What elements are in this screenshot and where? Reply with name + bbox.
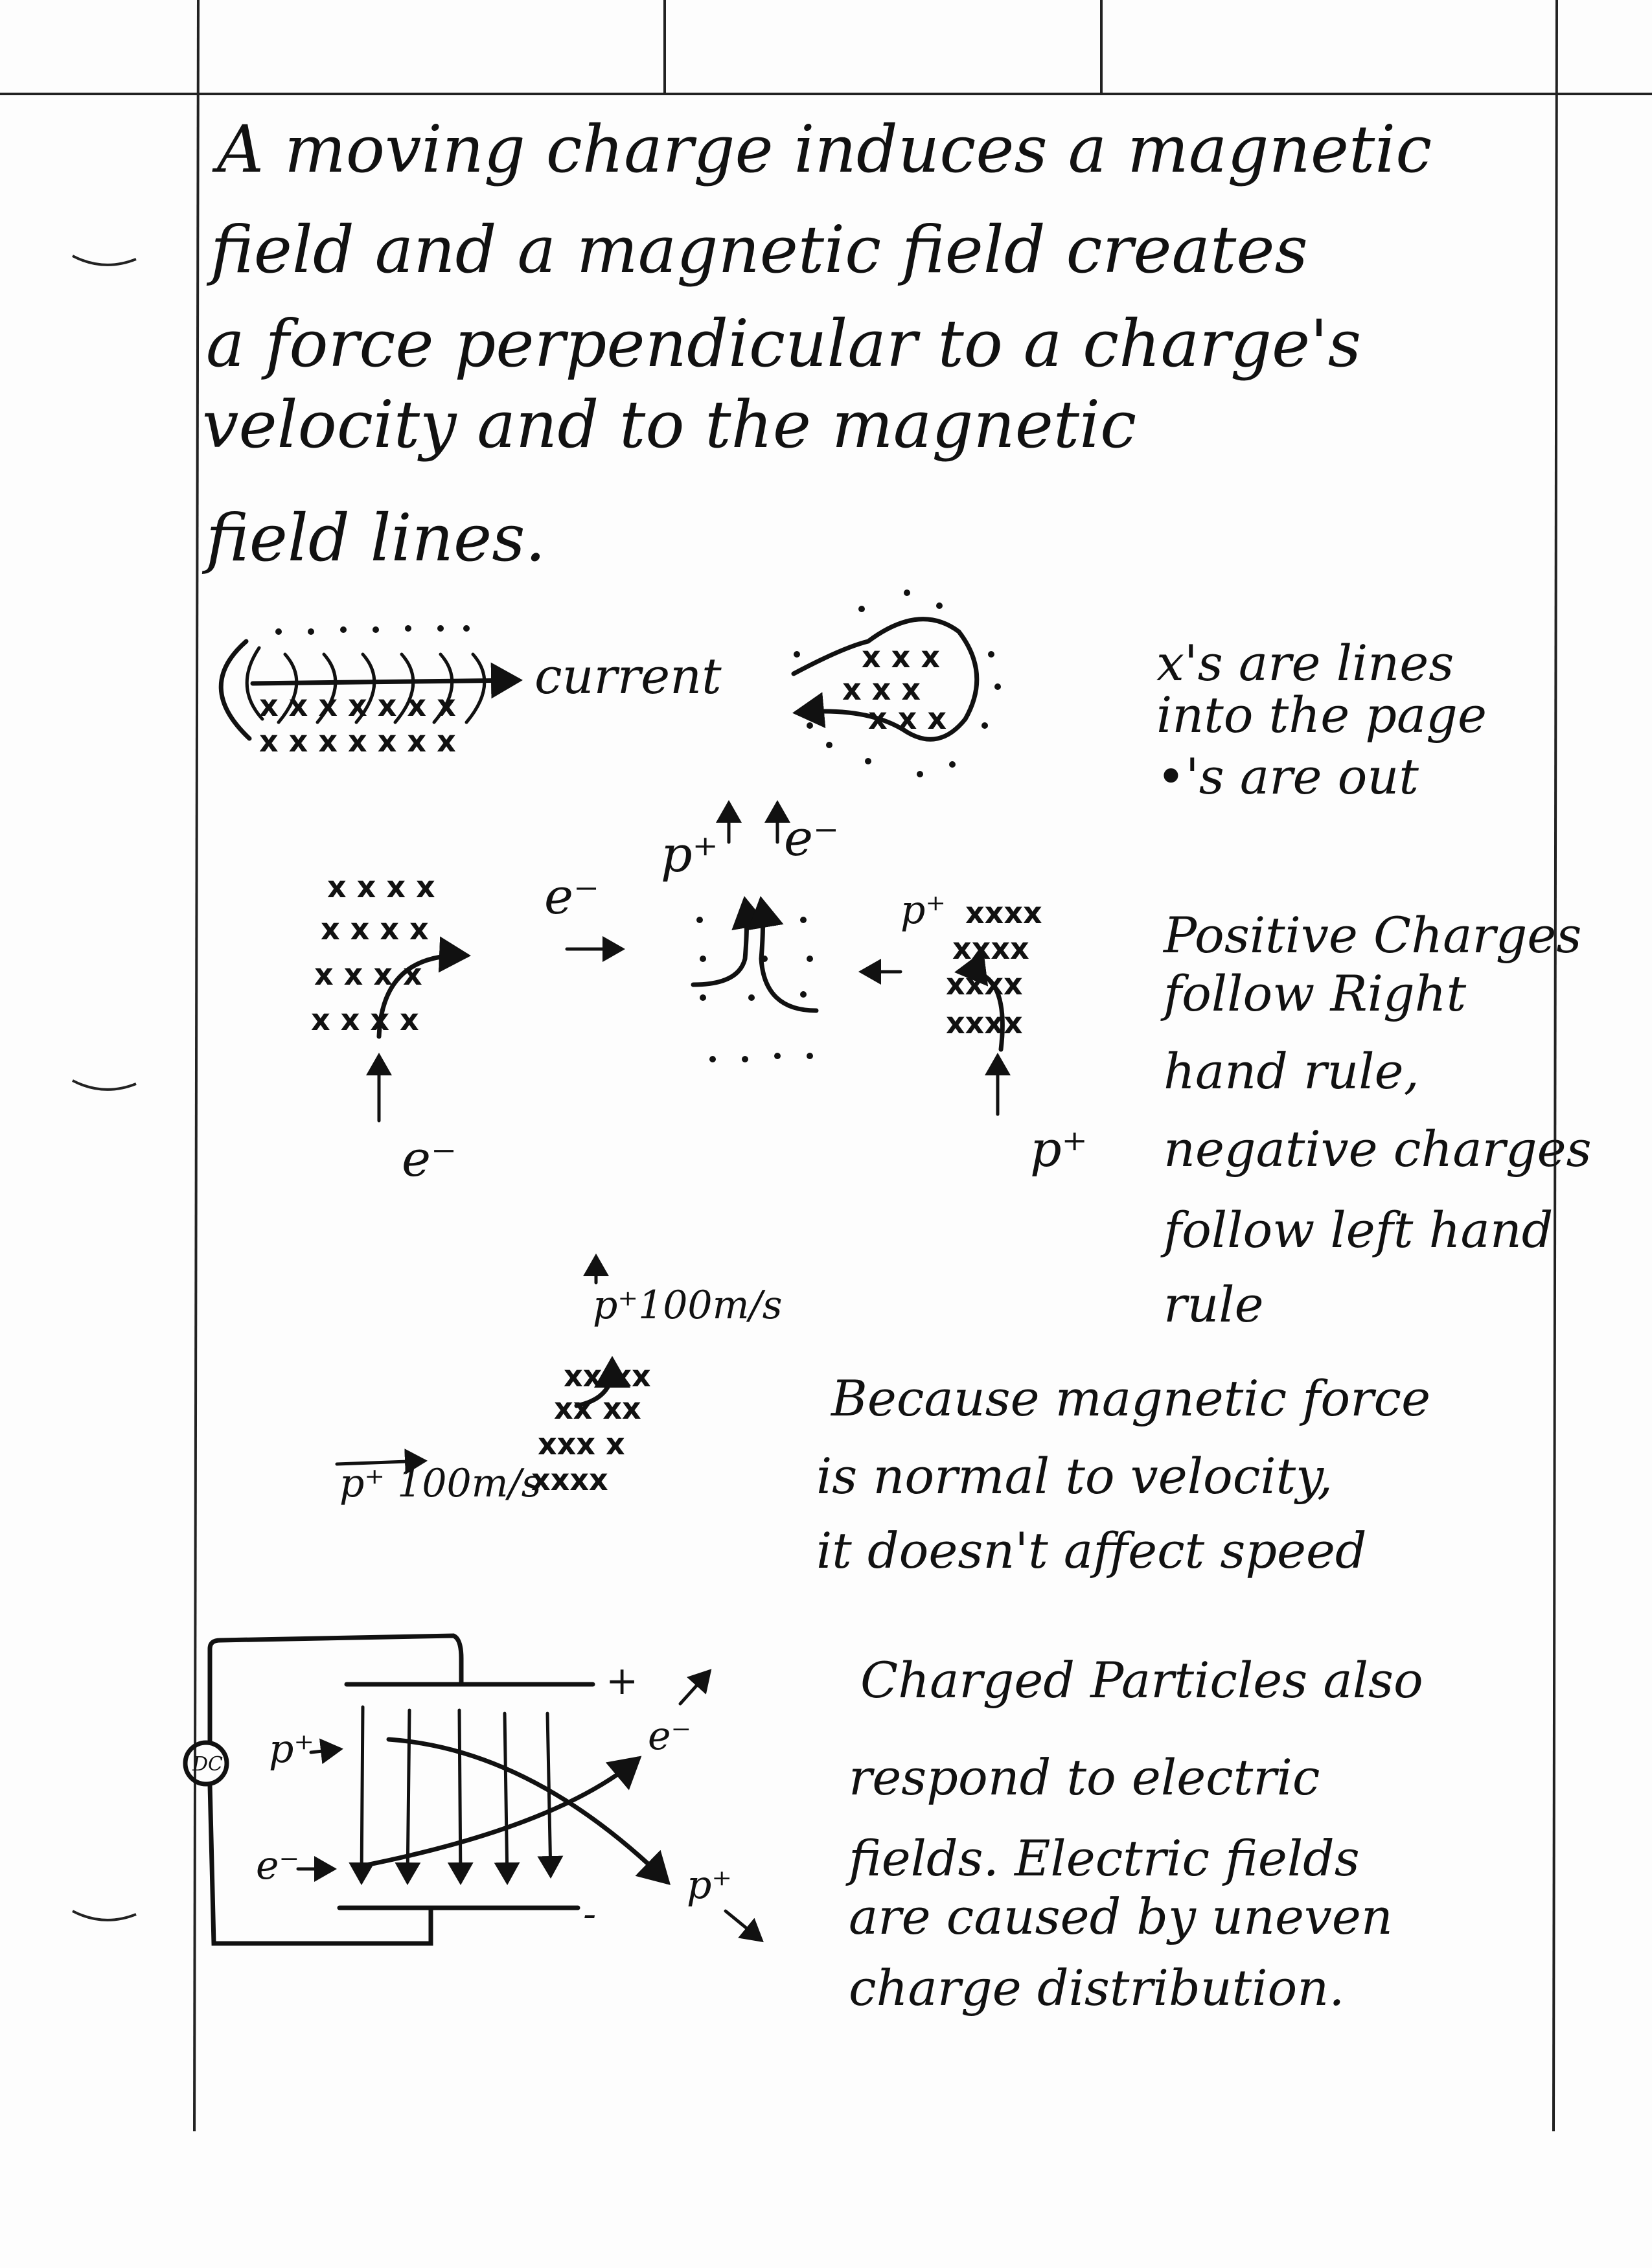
svg-text:x x x: x x x [868,701,946,736]
svg-text:x x x x: x x x x [311,1002,419,1037]
speed-note: Because magnetic force is normal to velo… [816,1369,1430,1579]
svg-text:xxxx: xxxx [531,1462,608,1497]
text-line: follow left hand [1160,1201,1553,1259]
text-line: Because magnetic force [830,1369,1430,1427]
svg-text:x x x x: x x x x [321,911,429,946]
proton-label: p⁺ [901,888,946,933]
text-line: velocity and to the magnetic [202,387,1136,463]
text-line: A moving charge induces a magnetic [212,111,1432,187]
constant-speed-diagram: p⁺100m/s xx xx xx xx xxx x xxxx p⁺ 100m/… [335,1254,783,1506]
svg-text:xxxx: xxxx [965,895,1042,930]
text-line: rule [1164,1276,1264,1333]
text-line: into the page [1156,686,1487,744]
punch-hole-mark [72,1079,137,1091]
page-rules [0,0,1652,2132]
text-line: hand rule, [1164,1042,1419,1100]
svg-text:x x x x x x x: x x x x x x x [259,688,456,723]
electric-field-note: Charged Particles also respond to electr… [845,1651,1423,2017]
proton-velocity-label: p⁺100m/s [593,1283,783,1328]
text-line: field and a magnetic field creates [206,212,1308,288]
text-line: fields. Electric fields [845,1829,1360,1887]
text-line: field lines. [201,500,545,576]
text-line: charge distribution. [849,1959,1344,2017]
text-line: respond to electric [849,1748,1320,1806]
text-line: are caused by uneven [849,1888,1393,1945]
proton-label: p⁺ [269,1726,314,1772]
text-line: negative charges [1164,1120,1592,1178]
wire-current-diagram: x x x x x x x x x x x x x x current [218,625,722,759]
svg-text:x x x x: x x x x [314,957,422,992]
proton-label: p⁺ [687,1862,732,1908]
svg-text:x x x: x x x [842,672,921,707]
text-line: it doesn't affect speed [816,1522,1367,1579]
dc-source-icon [183,1740,229,1787]
main-paragraph: A moving charge induces a magnetic field… [201,111,1432,576]
text-line: a force perpendicular to a charge's [206,306,1361,382]
dc-source-label: DC [192,1753,223,1776]
electron-label: e⁻ [784,809,839,867]
text-line: follow Right [1160,965,1467,1022]
hand-rule-note: Positive Charges follow Right hand rule,… [1160,906,1592,1333]
proton-label: p⁺ [661,825,718,883]
text-line: x's are lines [1156,634,1454,692]
svg-text:x x x x: x x x x [327,869,435,904]
text-line: Positive Charges [1162,906,1581,964]
punch-hole-mark [72,255,137,266]
punch-hole-mark [72,1910,137,1921]
current-loop-diagram: x x x x x x x x x [791,590,1001,777]
electron-label: e⁻ [544,867,599,925]
svg-text:xxxx: xxxx [952,931,1029,966]
minus-label: - [583,1892,596,1937]
electron-label: e⁻ [256,1843,299,1888]
text-line: Charged Particles also [860,1651,1423,1709]
proton-velocity-label: p⁺ 100m/s [339,1461,542,1506]
text-line: is normal to velocity, [816,1447,1333,1505]
svg-text:x x x: x x x [862,639,940,674]
left-margin-line [193,0,200,2132]
charge-deflection-diagrams: x x x x x x x x x x x x x x x x e⁻ e⁻ p⁺… [311,800,1088,1187]
svg-text:xxx x: xxx x [538,1426,625,1461]
plus-label: + [606,1658,638,1704]
svg-text:xxxx: xxxx [946,1005,1023,1040]
svg-text:x x x x x x x: x x x x x x x [259,724,456,759]
text-line: •'s are out [1156,748,1419,805]
current-label: current [534,647,722,705]
proton-label: p⁺ [1030,1120,1088,1178]
electron-label: e⁻ [402,1130,457,1187]
right-margin-line [1552,0,1558,2132]
electron-label: e⁻ [648,1713,691,1759]
field-legend-note: x's are lines into the page •'s are out [1156,634,1487,805]
electric-field-circuit-diagram: DC + - p⁺ e⁻ e⁻ p⁺ [183,1633,764,1946]
